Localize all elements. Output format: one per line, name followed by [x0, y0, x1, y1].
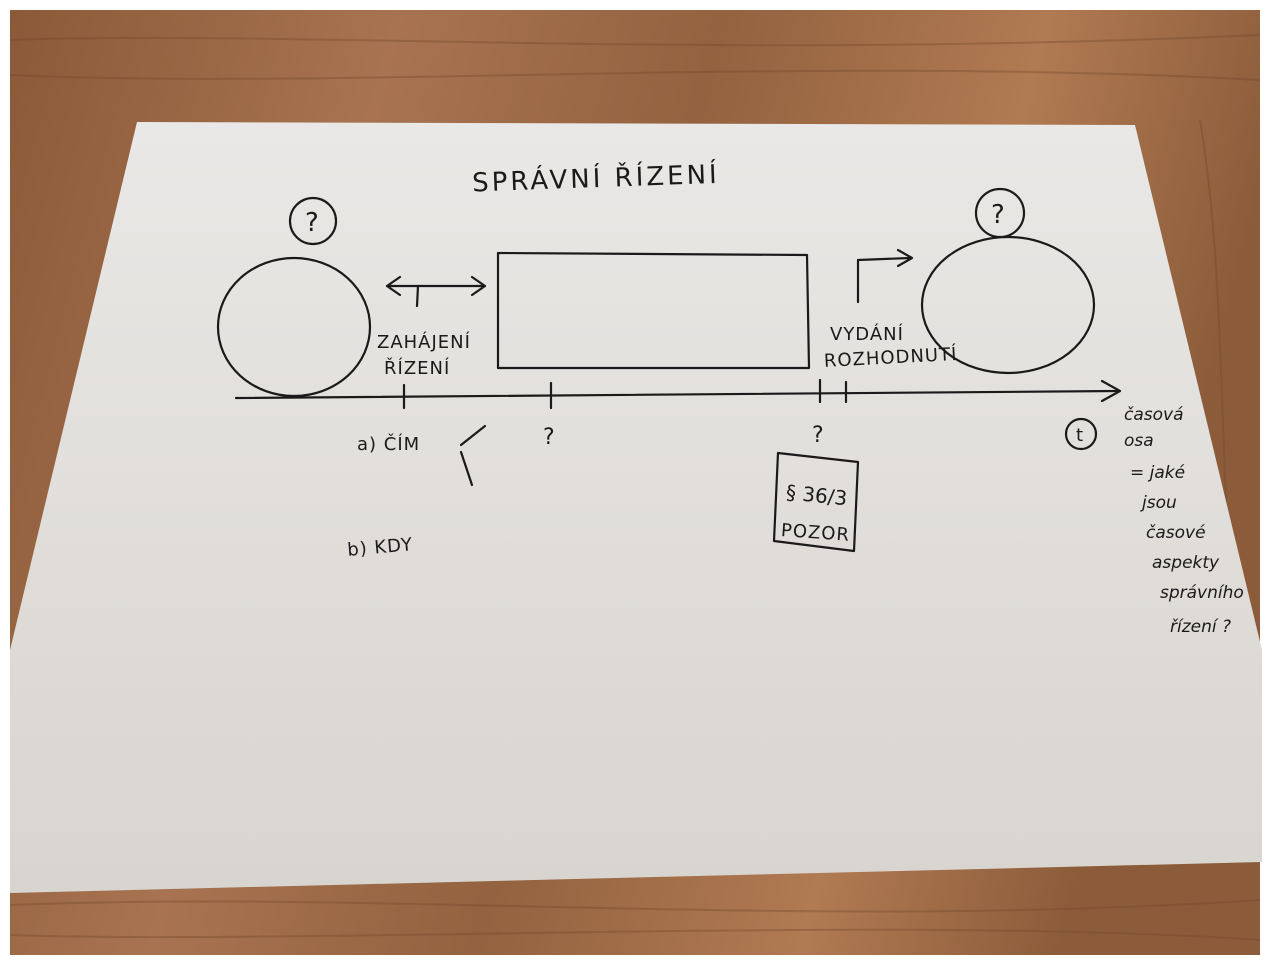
box-note-line2: POZOR — [780, 520, 850, 546]
right-circle — [920, 235, 1096, 375]
right-question-mark: ? — [991, 200, 1005, 230]
t-circle — [1064, 417, 1098, 451]
ink-drawing — [216, 187, 1122, 553]
side-note-5: časové — [1146, 523, 1206, 543]
left-circle — [216, 256, 372, 398]
paper-sheet — [10, 122, 1262, 893]
timeline-axis — [234, 389, 1120, 400]
paragraph-box — [772, 451, 860, 553]
side-note-1: časová — [1124, 405, 1184, 425]
double-arrow-stem — [415, 284, 420, 308]
side-note-3: = jaké — [1130, 463, 1185, 483]
label-end-line1: VYDÁNÍ — [830, 323, 904, 345]
side-note-4: jsou — [1140, 493, 1177, 513]
side-note-6: aspekty — [1152, 553, 1220, 573]
double-arrow — [385, 275, 487, 297]
brace-a — [459, 424, 487, 487]
left-question-circle — [288, 196, 338, 246]
axis-symbol: t — [1076, 425, 1083, 446]
left-question-mark: ? — [305, 208, 319, 238]
tick-mid-label: ? — [543, 425, 555, 450]
bent-arrow — [856, 248, 914, 304]
label-start-line1: ZAHÁJENÍ — [377, 331, 471, 353]
wood-grain — [9, 34, 1261, 941]
tick-end-label: ? — [812, 423, 824, 448]
side-note-8: řízení ? — [1170, 617, 1231, 637]
side-note-2: osa — [1124, 431, 1154, 451]
timeline-arrowhead — [1100, 379, 1122, 403]
side-note-7: správního — [1160, 583, 1244, 603]
item-a: a) ČÍM — [357, 433, 420, 455]
process-box — [496, 251, 811, 370]
label-start-line2: ŘÍZENÍ — [384, 357, 450, 379]
